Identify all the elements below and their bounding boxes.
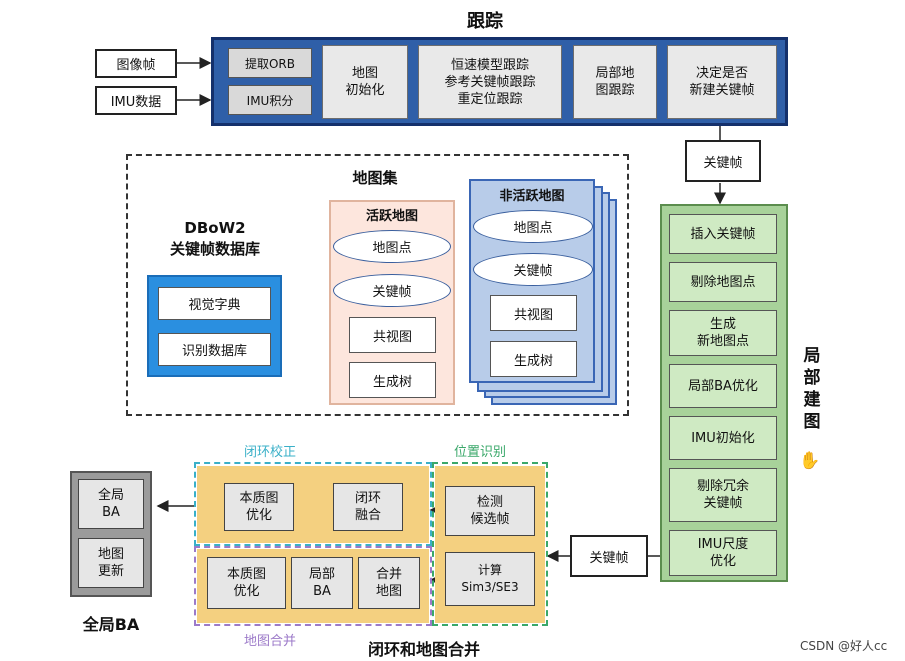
keyframe-label-top: 关键帧 (685, 140, 761, 182)
loop-correction-label: 闭环校正 (244, 445, 297, 460)
lm-cull-keyframes: 剔除冗余 关键帧 (669, 468, 777, 522)
step-decide-keyframe: 决定是否 新建关键帧 (667, 45, 777, 119)
inactive-map-points: 地图点 (473, 210, 593, 243)
lm-cull-map-points: 剔除地图点 (669, 262, 777, 302)
active-map-spanning-tree: 生成树 (349, 362, 436, 398)
active-map-keyframes: 关键帧 (333, 274, 451, 307)
lm-imu-scale-refine: IMU尺度 优化 (669, 530, 777, 576)
place-recognition-label: 位置识别 (454, 445, 507, 460)
gba-global-ba: 全局 BA (78, 479, 144, 529)
pr-compute-sim3: 计算 Sim3/SE3 (445, 552, 535, 606)
step-map-init: 地图 初始化 (322, 45, 408, 119)
lm-local-ba: 局部BA优化 (669, 364, 777, 408)
gba-map-update: 地图 更新 (78, 538, 144, 588)
mm-merge-map: 合并 地图 (358, 557, 420, 609)
lm-create-map-points: 生成 新地图点 (669, 310, 777, 356)
step-local-map-tracking: 局部地 图跟踪 (573, 45, 657, 119)
inactive-map-title: 非活跃地图 (499, 189, 565, 204)
lc-loop-fusion: 闭环 融合 (333, 483, 403, 531)
keyframe-label-bottom: 关键帧 (570, 535, 648, 577)
map-set-container (126, 154, 629, 416)
mm-essential-graph: 本质图 优化 (207, 557, 286, 609)
active-map-points: 地图点 (333, 230, 451, 263)
map-merge-frame (194, 546, 432, 626)
step-extract-orb: 提取ORB (228, 48, 312, 78)
lc-essential-graph: 本质图 优化 (224, 483, 294, 531)
dbow-recognition-db: 识别数据库 (158, 333, 271, 366)
hand-cursor-icon: ✋ (799, 451, 821, 471)
map-merge-label: 地图合并 (244, 634, 297, 649)
inactive-map-covisibility: 共视图 (490, 295, 577, 331)
step-tracking-modes: 恒速模型跟踪 参考关键帧跟踪 重定位跟踪 (418, 45, 562, 119)
place-recognition-frame (432, 462, 548, 626)
dbow-visual-dictionary: 视觉字典 (158, 287, 271, 320)
lm-imu-init: IMU初始化 (669, 416, 777, 460)
inactive-map-spanning-tree: 生成树 (490, 341, 577, 377)
tracking-title: 跟踪 (467, 11, 503, 32)
local-mapping-title: 局 部 建 图 (803, 346, 821, 432)
dbow-title: DBoW2 关键帧数据库 (169, 219, 260, 258)
inactive-map-keyframes: 关键帧 (473, 253, 593, 286)
lm-insert-keyframe: 插入关键帧 (669, 214, 777, 254)
watermark: CSDN @好人cc (800, 639, 888, 653)
step-imu-integration: IMU积分 (228, 85, 312, 115)
global-ba-title: 全局BA (82, 615, 140, 634)
input-imu-data: IMU数据 (95, 86, 177, 115)
loop-correction-frame (194, 462, 432, 546)
loop-closing-title: 闭环和地图合并 (367, 640, 480, 659)
pr-detect-candidates: 检测 候选帧 (445, 486, 535, 536)
active-map-covisibility: 共视图 (349, 317, 436, 353)
mm-local-ba: 局部 BA (291, 557, 353, 609)
input-image-frame: 图像帧 (95, 49, 177, 78)
map-set-title: 地图集 (352, 169, 398, 187)
active-map-title: 活跃地图 (365, 209, 418, 224)
